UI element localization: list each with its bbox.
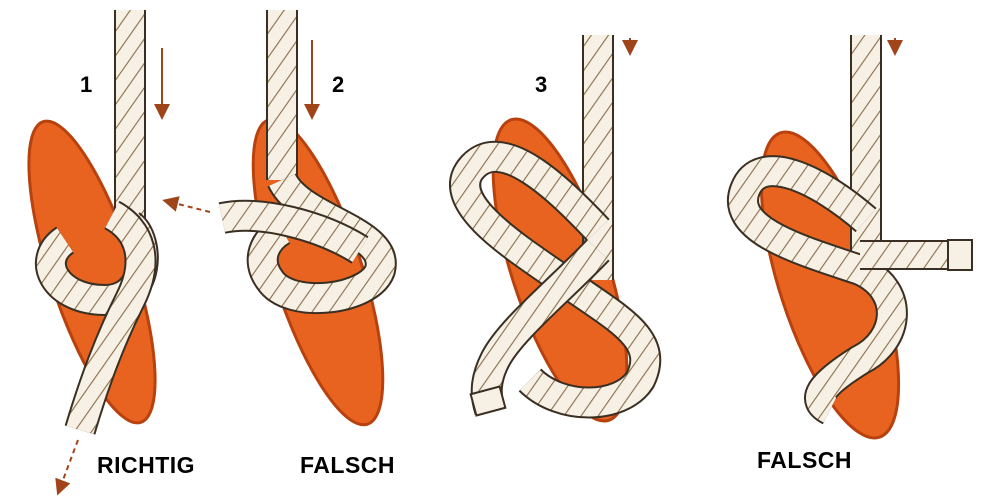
arrow-icon — [60, 440, 78, 488]
step-number-2: 2 — [332, 72, 345, 98]
caption-falsch-4: FALSCH — [757, 447, 852, 474]
panel-4-illustration — [733, 35, 972, 453]
caption-falsch-2: FALSCH — [300, 452, 395, 479]
step-number-1: 1 — [80, 72, 93, 98]
step-number-3: 3 — [535, 72, 548, 98]
panel-3-illustration — [465, 35, 654, 435]
panel-2-illustration — [170, 10, 409, 438]
caption-richtig: RICHTIG — [97, 452, 195, 479]
arrow-icon — [170, 202, 210, 212]
